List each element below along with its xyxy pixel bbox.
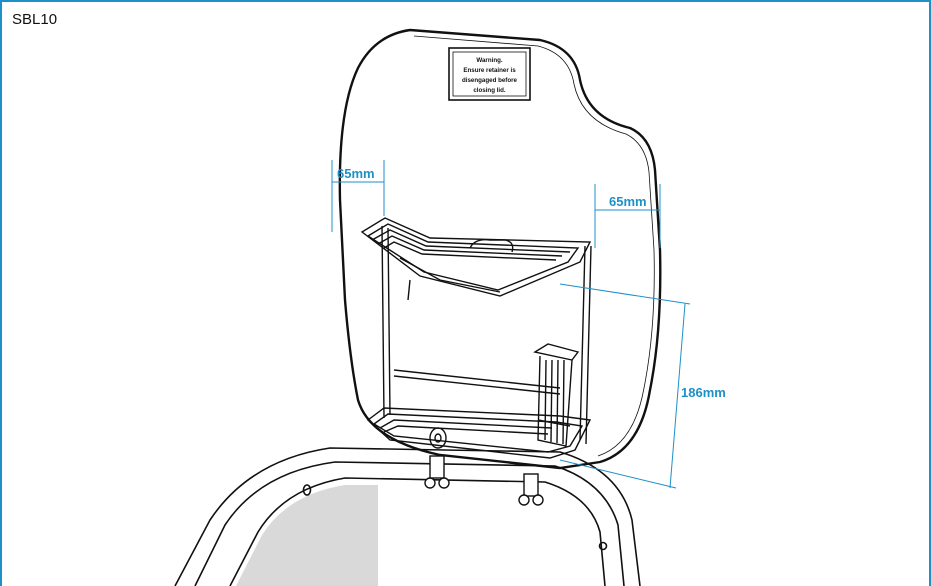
left-offset-dimension: 65mm	[337, 166, 375, 181]
dimension-lines	[331, 160, 691, 489]
warning-line-2: Ensure retainer is	[463, 67, 516, 74]
wire-rack	[360, 217, 592, 459]
warning-line-4: closing lid.	[473, 87, 506, 94]
right-offset-dimension: 65mm	[609, 194, 647, 209]
lid	[338, 28, 662, 470]
hinges	[424, 455, 544, 506]
warning-sticker: Warning. Ensure retainer is disengaged b…	[448, 47, 531, 101]
rack-height-dimension: 186mm	[681, 385, 726, 400]
warning-line-1: Warning.	[476, 57, 503, 64]
box-base	[174, 447, 641, 586]
warning-line-3: disengaged before	[462, 77, 518, 84]
model-code-label: SBL10	[12, 11, 58, 28]
